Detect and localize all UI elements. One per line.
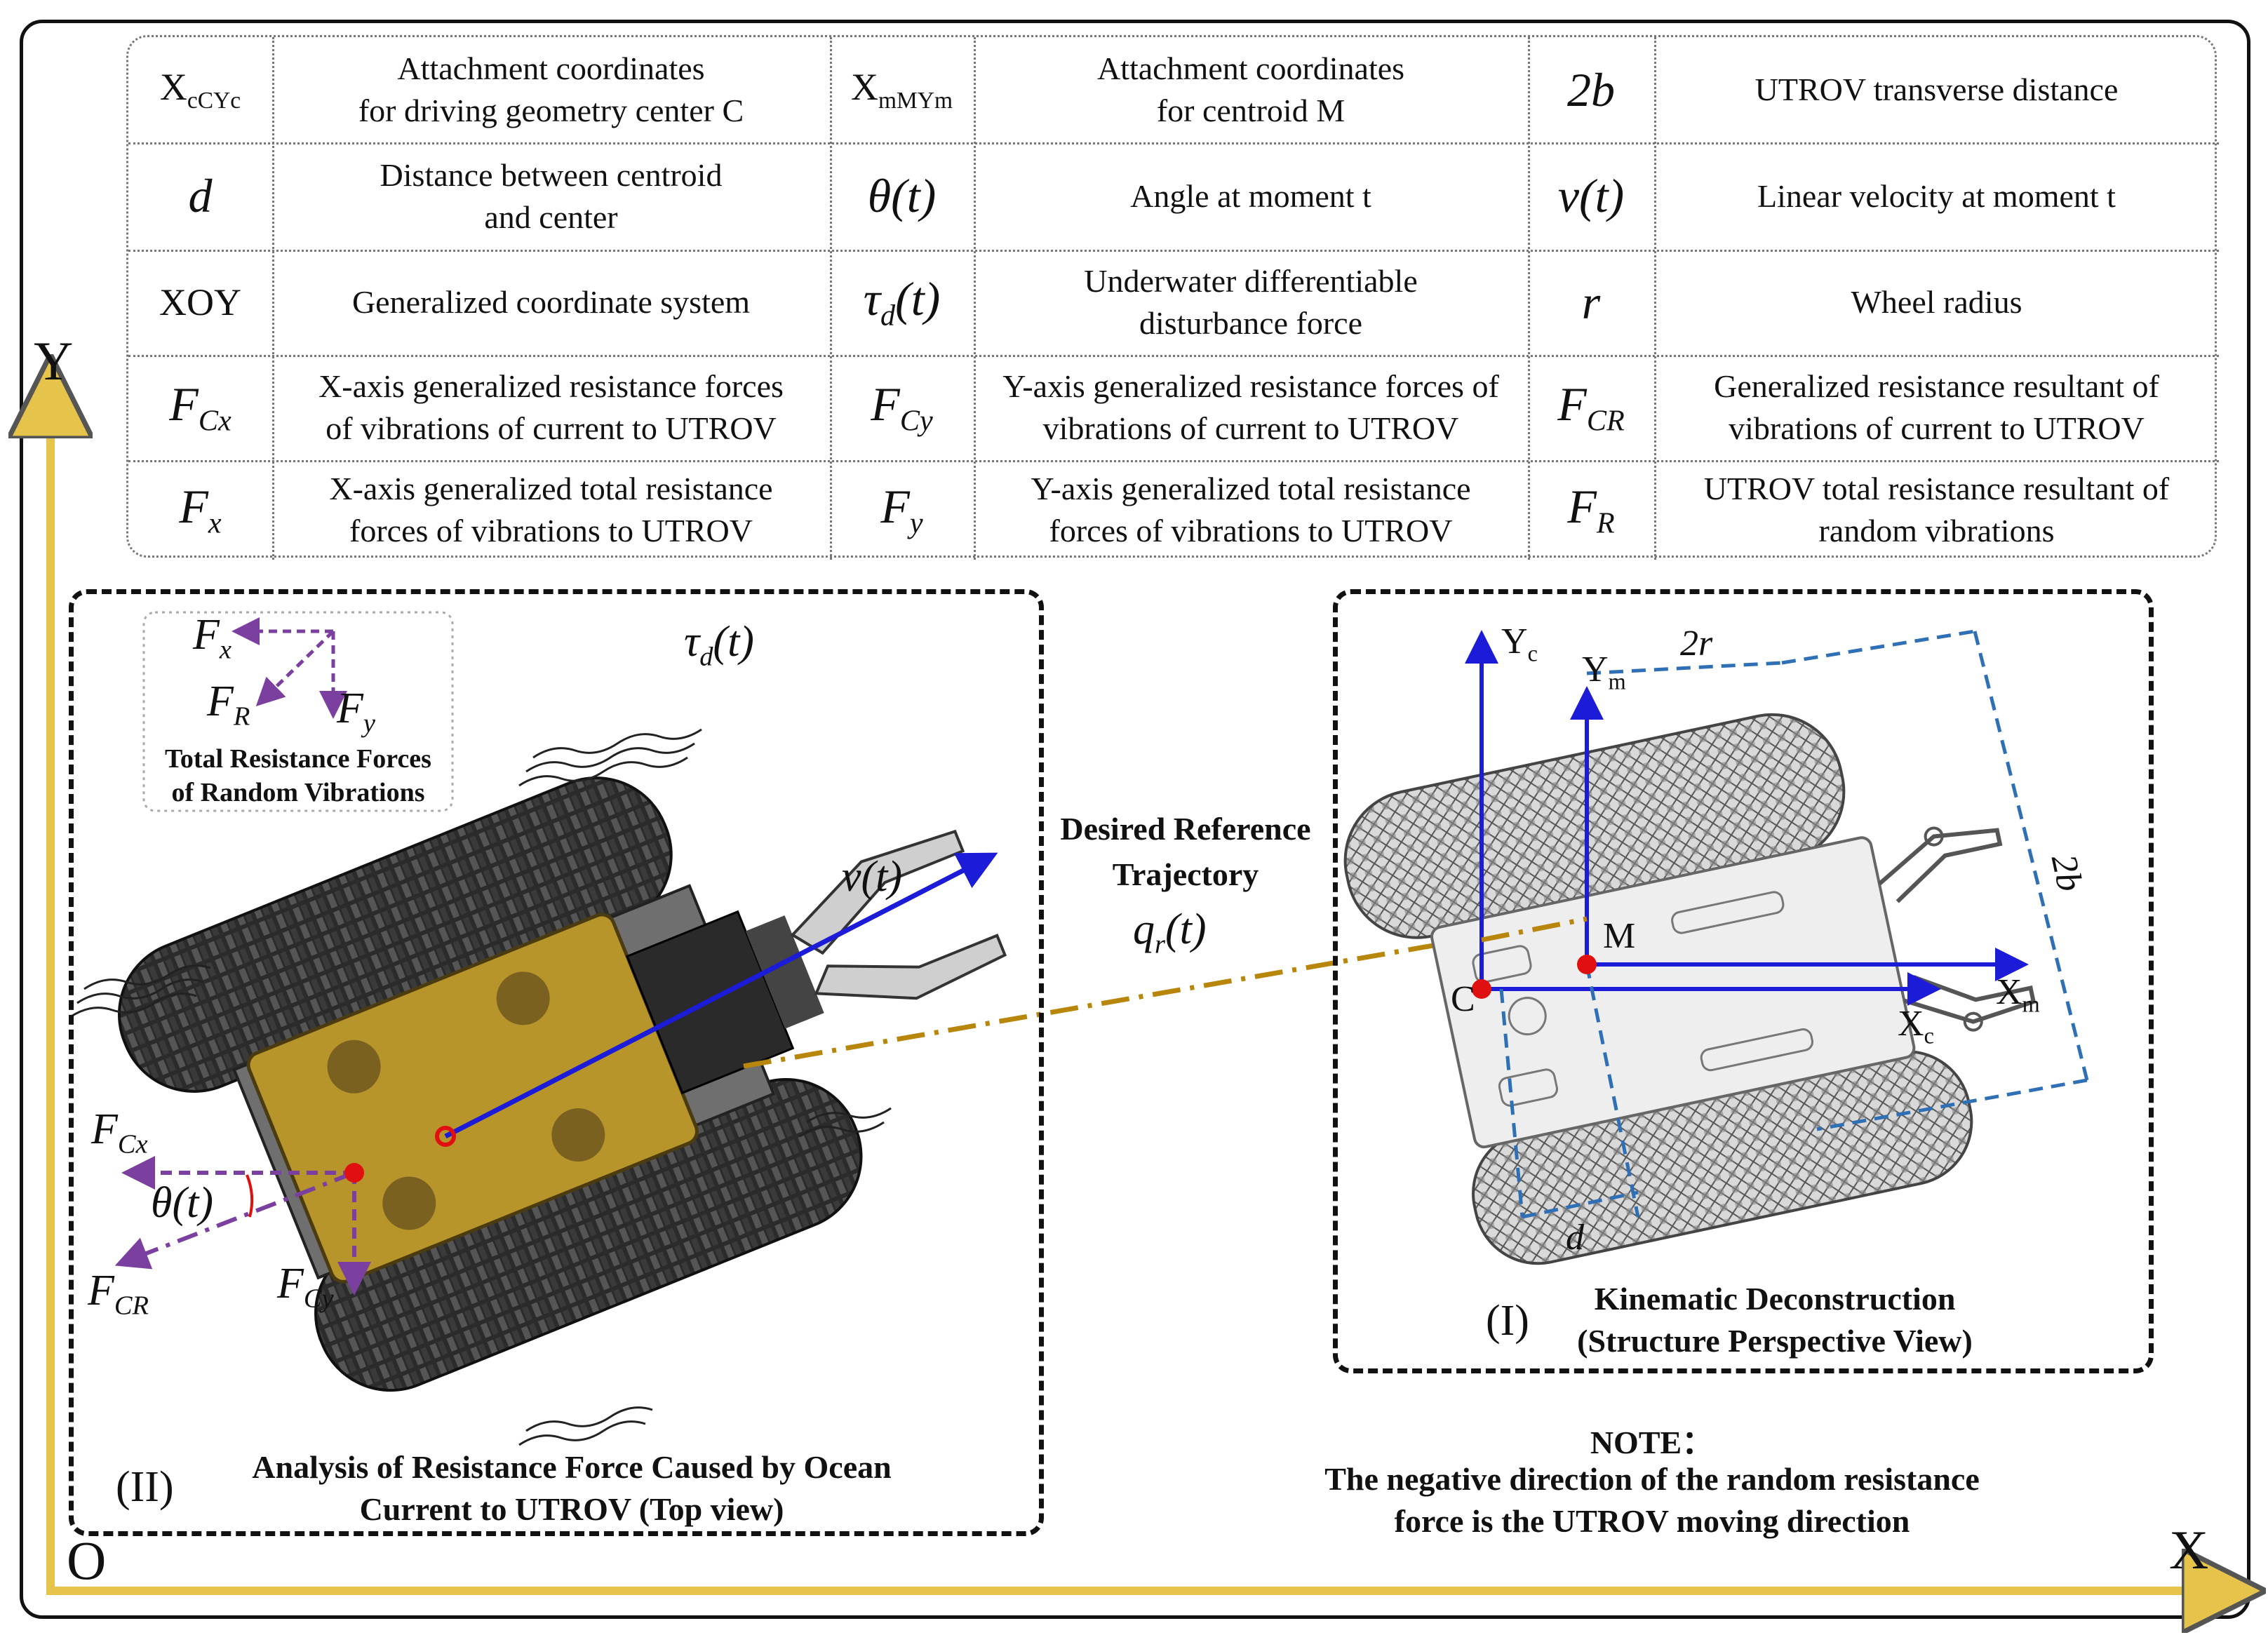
note-line2: force is the UTROV moving direction [1394, 1503, 1910, 1539]
current-force-vectors [114, 1156, 371, 1296]
table-symbol: XcCYc [159, 66, 241, 114]
table-symbol: θ(t) [867, 169, 937, 222]
panel-ii-roman: (II) [116, 1463, 174, 1511]
table-symbol: FCx [169, 377, 232, 438]
table-col-divider [830, 37, 832, 560]
table-symbol: Fx [179, 480, 222, 540]
legend-fx-label: Fx [193, 611, 232, 665]
table-description: UTROV total resistance resultant of rand… [1703, 471, 2170, 549]
panel-ii [69, 589, 1044, 1536]
trajectory-symbol: qr(t) [1133, 906, 1207, 960]
table-row-divider [128, 460, 2219, 462]
panel-i [1333, 589, 2154, 1373]
table-symbol: XmMYm [850, 66, 953, 114]
velocity-vector [444, 852, 998, 1139]
table-description: Generalized resistance resultant of vibr… [1714, 368, 2159, 446]
table-row-divider [128, 142, 2219, 144]
table-description: Underwater differentiable disturbance fo… [1084, 263, 1418, 341]
table-description: Angle at moment t [1130, 177, 1371, 214]
table-description: Distance between centroid and center [380, 156, 723, 235]
legend-box [142, 611, 454, 812]
utrov-top-view [118, 776, 1007, 1392]
structure-gripper [1878, 828, 2036, 1024]
m-label: M [1603, 916, 1636, 956]
table-description: Y-axis generalized resistance forces of … [1002, 368, 1499, 446]
center-marker [435, 1126, 456, 1147]
y-axis-label: Y [34, 330, 74, 391]
dimension-lines [1499, 629, 2089, 1219]
table-col-divider [272, 37, 274, 560]
d-label: d [1566, 1218, 1584, 1258]
theta-label: θ(t) [151, 1179, 213, 1227]
legend-fy-label: Fy [337, 685, 375, 739]
fcy-label: FCy [277, 1260, 334, 1314]
table-symbol: d [188, 169, 213, 222]
trajectory-stub [1481, 916, 1588, 943]
table-col-divider [974, 37, 976, 560]
point-c [1472, 979, 1491, 999]
note-title: NOTE： [1590, 1425, 1715, 1460]
x-axis-label: X [2169, 1519, 2209, 1580]
origin-label: O [67, 1530, 107, 1591]
legend-caption-line1: Total Resistance Forces [165, 744, 431, 774]
table-symbol: Fy [880, 480, 923, 540]
table-description: X-axis generalized resistance forces of … [318, 368, 784, 446]
centroid-point [344, 1163, 364, 1183]
disturbance-waves [69, 728, 892, 1446]
legend-caption-line2: of Random Vibrations [171, 778, 425, 807]
note-line1: The negative direction of the random res… [1324, 1461, 1980, 1497]
table-row-divider [128, 250, 2219, 252]
legend-vectors [232, 617, 347, 719]
trajectory-label-line1: Desired Reference [1060, 811, 1311, 847]
table-symbol: FR [1567, 480, 1615, 540]
table-symbol: 2b [1567, 62, 1615, 116]
table-description: Wheel radius [1851, 284, 2022, 320]
two-r-label: 2r [1680, 624, 1713, 664]
yc-label: Yc [1501, 621, 1538, 666]
panel-ii-caption-line2: Current to UTROV (Top view) [359, 1491, 784, 1527]
table-description: Generalized coordinate system [351, 284, 751, 320]
trajectory-label-line2: Trajectory [1112, 856, 1259, 892]
structure-chassis [1430, 836, 1916, 1149]
point-m [1577, 955, 1597, 974]
panel-i-roman: (I) [1486, 1297, 1529, 1345]
reference-trajectory-line [743, 916, 1586, 1069]
fcr-label: FCR [88, 1267, 149, 1321]
gripper [790, 829, 1007, 1000]
table-description: Attachment coordinates for centroid M [1096, 51, 1405, 128]
table-description: Linear velocity at moment t [1757, 177, 2116, 214]
table-col-divider [1528, 37, 1530, 560]
tau-label: τd(t) [684, 618, 754, 672]
legend-fr-label: FR [207, 678, 250, 732]
table-symbol: r [1581, 275, 1601, 329]
table-description: Attachment coordinates for driving geome… [358, 51, 744, 128]
table-description: X-axis generalized total resistance forc… [329, 471, 773, 549]
table-symbol: XOY [159, 281, 241, 323]
velocity-label: v(t) [842, 853, 903, 901]
table-symbol: FCR [1557, 377, 1625, 438]
panel-i-caption-line2: (Structure Perspective View) [1577, 1323, 1973, 1359]
symbol-table: XcCYc Attachment coordinates for driving … [126, 35, 2219, 560]
ym-label: Ym [1582, 650, 1626, 694]
table-symbol: v(t) [1557, 169, 1625, 222]
table-symbol: τd(t) [863, 272, 941, 332]
fcx-label: FCx [91, 1105, 148, 1159]
theta-arc [246, 1174, 254, 1218]
table-description: Y-axis generalized total resistance forc… [1031, 471, 1471, 549]
table-symbol: FCy [871, 377, 933, 438]
global-axes [46, 396, 2224, 1591]
table-row-divider [128, 355, 2219, 357]
c-label: C [1451, 979, 1475, 1019]
xc-label: Xc [1898, 1004, 1934, 1049]
xm-label: Xm [1996, 972, 2040, 1017]
table-col-divider [1654, 37, 1656, 560]
outer-border [20, 20, 2250, 1619]
table-description: UTROV transverse distance [1754, 72, 2119, 107]
panel-i-caption-line1: Kinematic Deconstruction [1594, 1281, 1956, 1317]
utrov-structure-view [1343, 713, 2036, 1265]
panel-ii-caption-line1: Analysis of Resistance Force Caused by O… [252, 1449, 892, 1485]
